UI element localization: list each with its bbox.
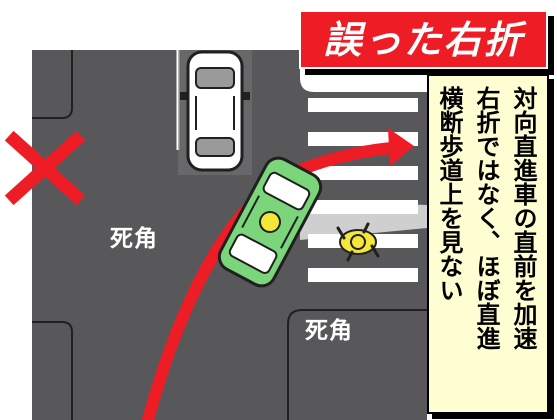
title-banner: 誤った右折 (299, 10, 548, 69)
curb-bottom-right (287, 309, 427, 420)
caption-line: 右折ではなく、ほぼ直進 (472, 86, 500, 350)
caption-panel: 対向直進車の直前を加速 右折ではなく、ほぼ直進 横断歩道上を見ない (427, 74, 549, 414)
crosswalk-stripe (308, 268, 418, 282)
crosswalk-stripe (308, 200, 418, 214)
page-title: 誤った右折 (323, 17, 524, 62)
curb-top-left (32, 50, 73, 119)
caption-line: 横断歩道上を見ない (435, 86, 463, 302)
blind-spot-label-right: 死角 (305, 318, 353, 344)
caption-text: 対向直進車の直前を加速 右折ではなく、ほぼ直進 横断歩道上を見ない (430, 86, 541, 406)
crosswalk-stripe (308, 166, 418, 180)
turning-car-icon (217, 156, 323, 288)
oncoming-car-icon (180, 50, 250, 172)
caption-line: 対向直進車の直前を加速 (509, 86, 537, 350)
cross-mark-icon (4, 130, 86, 206)
blind-spot-label-left: 死角 (110, 226, 158, 252)
crosswalk (308, 98, 418, 282)
curb-bottom-left (32, 321, 73, 420)
crosswalk-stripe (308, 98, 418, 112)
pedestrian-icon (336, 222, 380, 262)
